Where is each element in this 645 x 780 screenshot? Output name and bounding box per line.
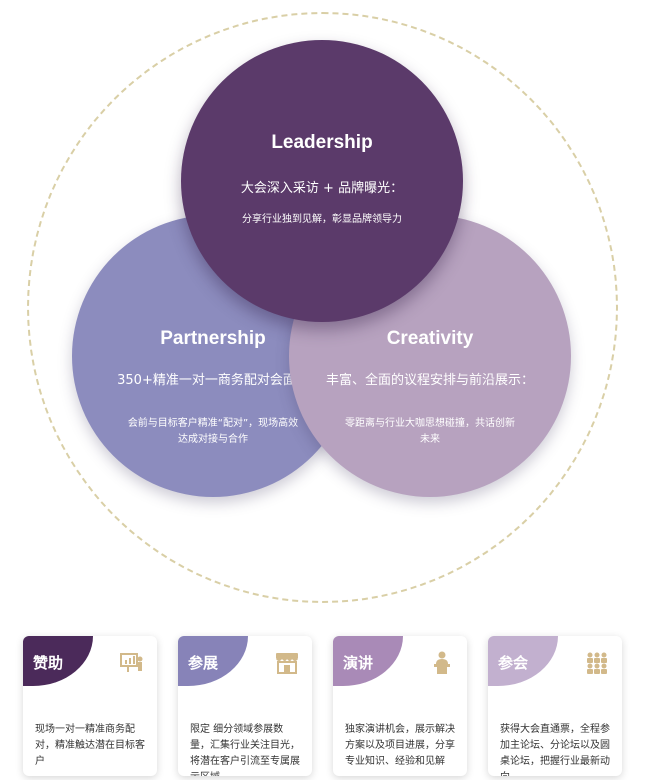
creativity-description: 零距离与行业大咖思想碰撞，共话创新未来	[345, 418, 515, 445]
card-exhibit-text: 限定 细分领域参展数量，汇集行业关注目光，将潜在客户引流至专属展示区域	[190, 724, 300, 776]
card-speak-label: 演讲	[343, 654, 374, 672]
card-attend-text: 获得大会直通票，全程参加主论坛、分论坛以及圆桌论坛，把握行业最新动向	[500, 724, 610, 776]
partnership-headline: 350+精准一对一商务配对会面：	[117, 373, 309, 388]
partnership-title: Partnership	[160, 328, 266, 349]
card-attend-label: 参会	[498, 654, 529, 672]
storefront-icon	[276, 653, 298, 674]
leadership-title: Leadership	[271, 132, 373, 153]
card-exhibit-label: 参展	[188, 654, 219, 672]
card-sponsor-text: 现场一对一精准商务配对，精准触达潜在目标客户	[35, 724, 145, 767]
card-sponsor[interactable]: 赞助 现场一对一精准商务配对，精准触达潜在目标客户	[23, 636, 157, 776]
leadership-headline: 大会深入采访 + 品牌曝光：	[240, 181, 404, 196]
card-exhibit[interactable]: 参展 限定 细分领域参展数量，汇集行业关注目光，将潜在客户引流至专属展示区域	[178, 636, 312, 776]
audience-icon	[587, 652, 607, 674]
card-speak-text: 独家演讲机会，展示解决方案以及项目进展，分享专业知识、经验和见解	[345, 724, 455, 767]
dashed-ring	[27, 12, 618, 603]
card-attend[interactable]: 参会 获得大会直通票，全程参加主论坛、分论坛以及圆桌论坛，把握行业最新动向	[488, 636, 622, 776]
creativity-headline: 丰富、全面的议程安排与前沿展示：	[325, 373, 534, 388]
speaker-podium-icon	[434, 651, 450, 674]
card-sponsor-label: 赞助	[33, 654, 64, 672]
card-speak[interactable]: 演讲 独家演讲机会，展示解决方案以及项目进展，分享专业知识、经验和见解	[333, 636, 467, 776]
leadership-description: 分享行业独到见解，彰显品牌领导力	[242, 214, 402, 225]
leadership-circle: Leadership 大会深入采访 + 品牌曝光： 分享行业独到见解，彰显品牌领…	[181, 40, 463, 322]
partnership-description: 会前与目标客户精准“配对”，现场高效达成对接与合作	[127, 418, 299, 445]
creativity-title: Creativity	[386, 328, 474, 349]
presentation-chart-icon	[120, 653, 143, 672]
